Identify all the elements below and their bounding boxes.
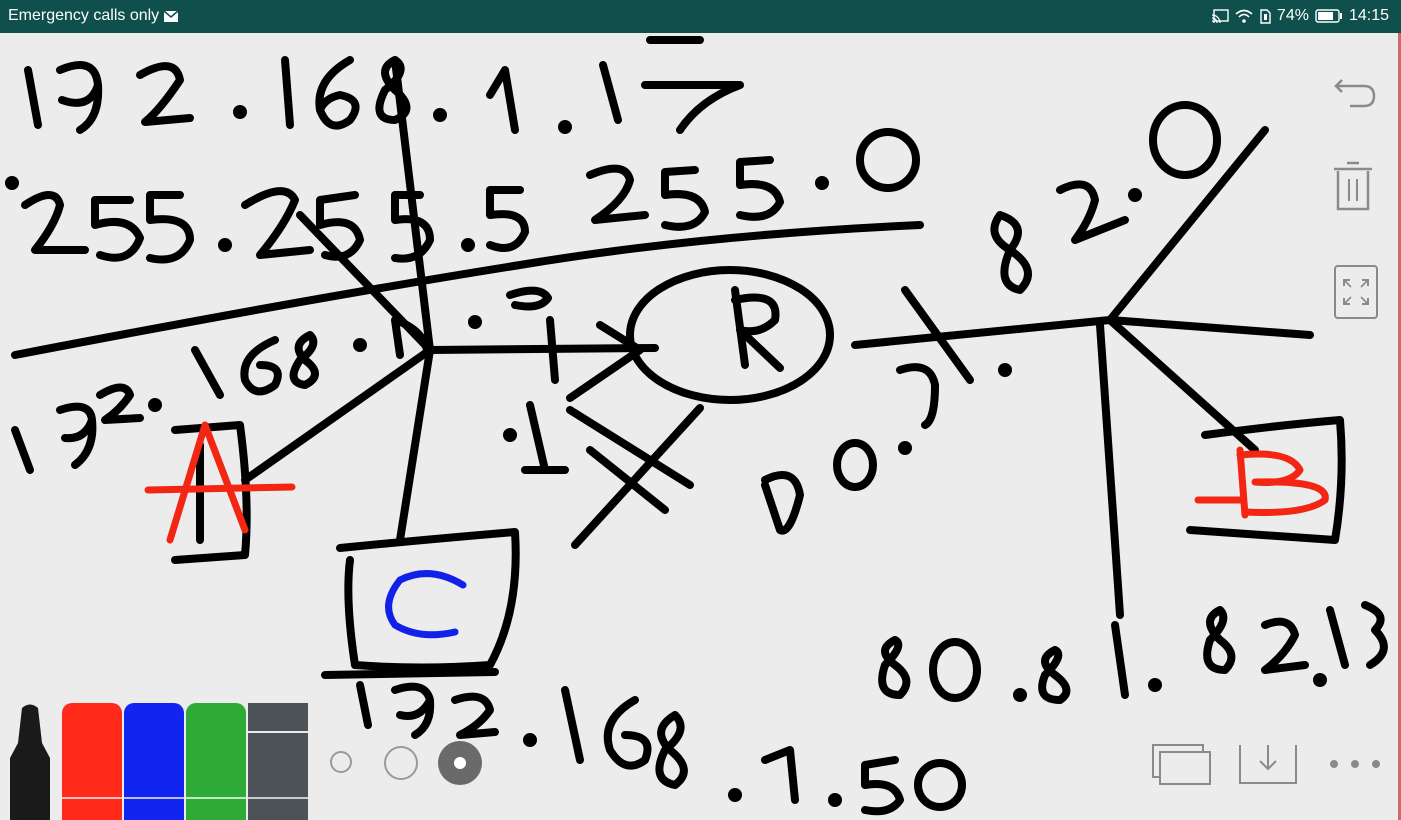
handwriting-layer: [5, 36, 1388, 816]
router-circle: [626, 266, 834, 404]
host-b-red-label: [1194, 446, 1329, 519]
fullscreen-icon: [1343, 279, 1369, 305]
battery-percent: 74%: [1276, 7, 1309, 24]
marker-green[interactable]: [186, 703, 246, 820]
pen-size-medium[interactable]: [384, 746, 418, 780]
selected-indicator: [454, 757, 466, 769]
status-left: Emergency calls only: [8, 7, 179, 25]
status-bar: Emergency calls only 74% 14:15: [0, 0, 1401, 33]
marker-blue[interactable]: [124, 703, 184, 820]
download-icon: [1239, 745, 1297, 784]
marker-black[interactable]: [0, 703, 60, 820]
host-a-red-label: [144, 421, 296, 544]
undo-icon: [1334, 79, 1376, 108]
whiteboard-canvas[interactable]: [0, 33, 1401, 820]
delete-button[interactable]: [1330, 161, 1376, 211]
wifi-icon: [1235, 9, 1253, 23]
more-icon: [1330, 760, 1380, 768]
mail-icon: [163, 9, 179, 22]
pen-size-small[interactable]: [330, 751, 352, 773]
layers-icon: [1152, 744, 1211, 785]
handwritten-mask: [5, 128, 920, 264]
status-right: 74% 14:15: [1211, 7, 1389, 25]
window-edge: [1398, 33, 1401, 820]
host-c-blue-label: [385, 570, 467, 639]
fullscreen-button[interactable]: [1334, 265, 1378, 319]
carrier-text: Emergency calls only: [8, 7, 160, 24]
layers-button[interactable]: [1150, 741, 1214, 787]
cast-icon: [1211, 9, 1229, 23]
color-annotations: [144, 421, 1329, 639]
marker-red[interactable]: [62, 703, 122, 820]
pen-size-large[interactable]: [438, 741, 482, 785]
trash-icon: [1334, 161, 1372, 211]
marker-palette: [0, 703, 310, 820]
marker-gray[interactable]: [248, 703, 308, 820]
sim-icon: [1260, 8, 1271, 24]
clock: 14:15: [1348, 7, 1389, 24]
download-button[interactable]: [1236, 741, 1300, 787]
undo-button[interactable]: [1332, 71, 1378, 117]
battery-icon: [1315, 9, 1342, 23]
more-button[interactable]: [1328, 741, 1382, 787]
